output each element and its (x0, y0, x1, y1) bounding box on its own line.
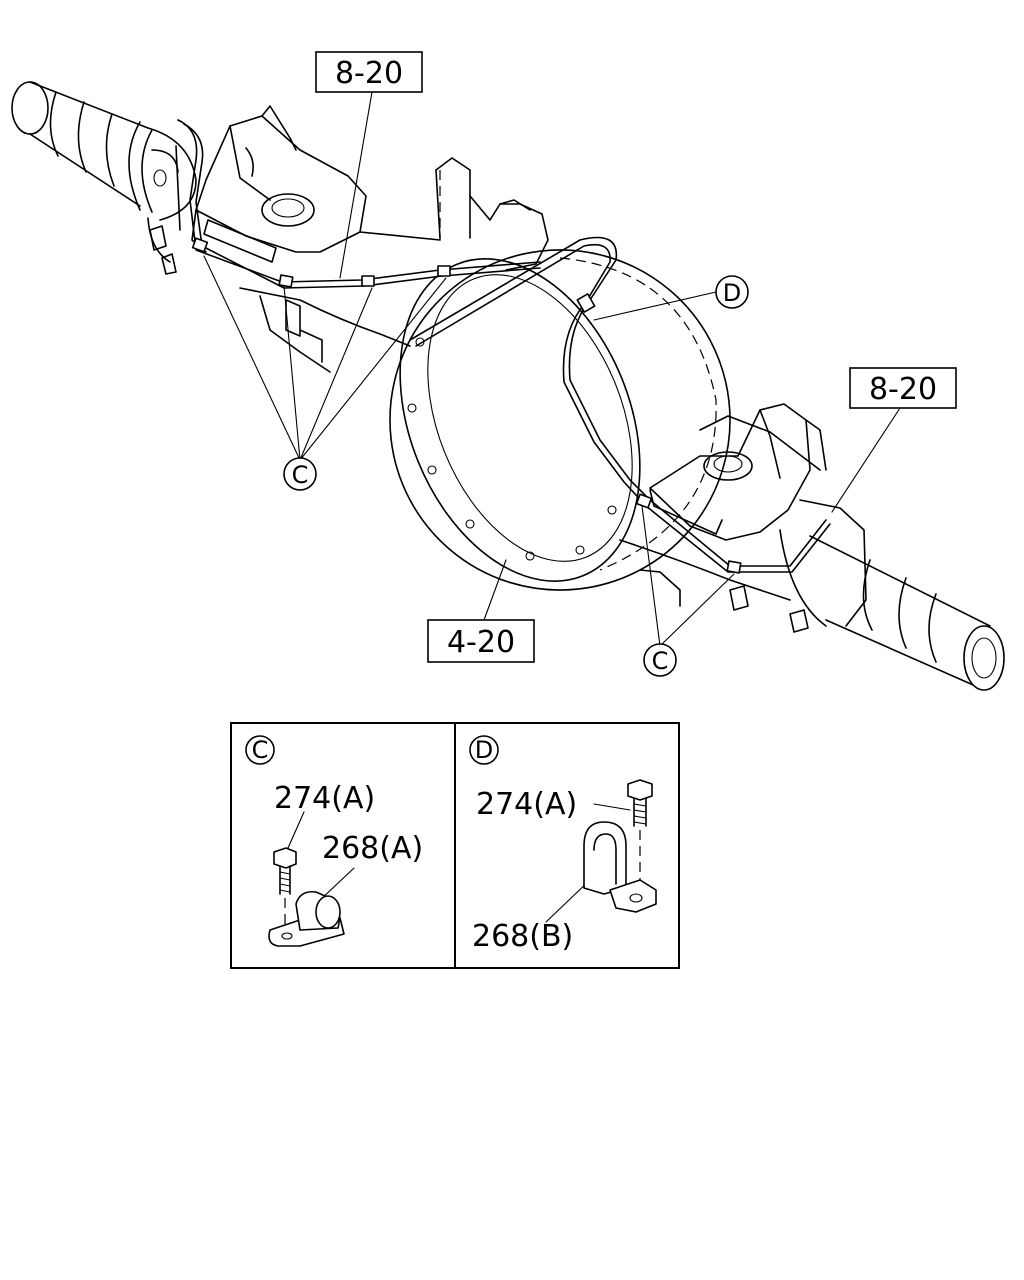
clip-268b (583, 821, 657, 913)
housing-right-arm (619, 415, 821, 607)
callout-ref-top-label: 8-20 (335, 56, 403, 91)
callout-letter-c-left: C (283, 457, 317, 491)
detail-inset-d-title: D (475, 736, 493, 764)
callout-letter-d: D (715, 275, 749, 309)
bolt-274a-c (273, 847, 297, 930)
callout-ref-bottom: 4-20 (427, 619, 535, 663)
detail-inset-d: D 274(A) 268(B) (469, 735, 657, 954)
clip-markers (191, 237, 742, 574)
detail-inset-d-clip-label: 268(B) (472, 919, 573, 954)
detail-inset-d-bolt-label: 274(A) (476, 787, 577, 822)
callout-letter-c-left-label: C (292, 461, 309, 489)
detail-inset-c-clip-label: 268(A) (322, 831, 423, 866)
right-spring-seat (649, 403, 827, 541)
right-flange (729, 499, 867, 633)
callout-ref-bottom-label: 4-20 (447, 625, 515, 660)
center-mount-bracket (435, 157, 549, 271)
callout-ref-right: 8-20 (849, 367, 957, 409)
clip-268a (268, 890, 345, 947)
callout-ref-top: 8-20 (315, 51, 423, 93)
callout-letter-d-label: D (723, 279, 741, 307)
brake-pipes (177, 119, 831, 573)
right-axle-tube (809, 535, 1005, 691)
left-axle-tube (11, 81, 197, 221)
left-flange (147, 145, 181, 275)
detail-inset-c: C 274(A) 268(A) (245, 735, 423, 947)
left-spring-seat (191, 105, 367, 263)
callout-letter-c-right: C (643, 643, 677, 677)
callout-letter-c-right-label: C (652, 647, 669, 675)
callout-ref-right-label: 8-20 (869, 372, 937, 407)
banjo-housing (389, 170, 731, 591)
detail-inset-c-title: C (252, 736, 269, 764)
housing-left-arm (239, 231, 441, 373)
detail-inset-c-bolt-label: 274(A) (274, 781, 375, 816)
axle-housing-illustration (11, 81, 1005, 691)
leader-lines (203, 91, 901, 647)
